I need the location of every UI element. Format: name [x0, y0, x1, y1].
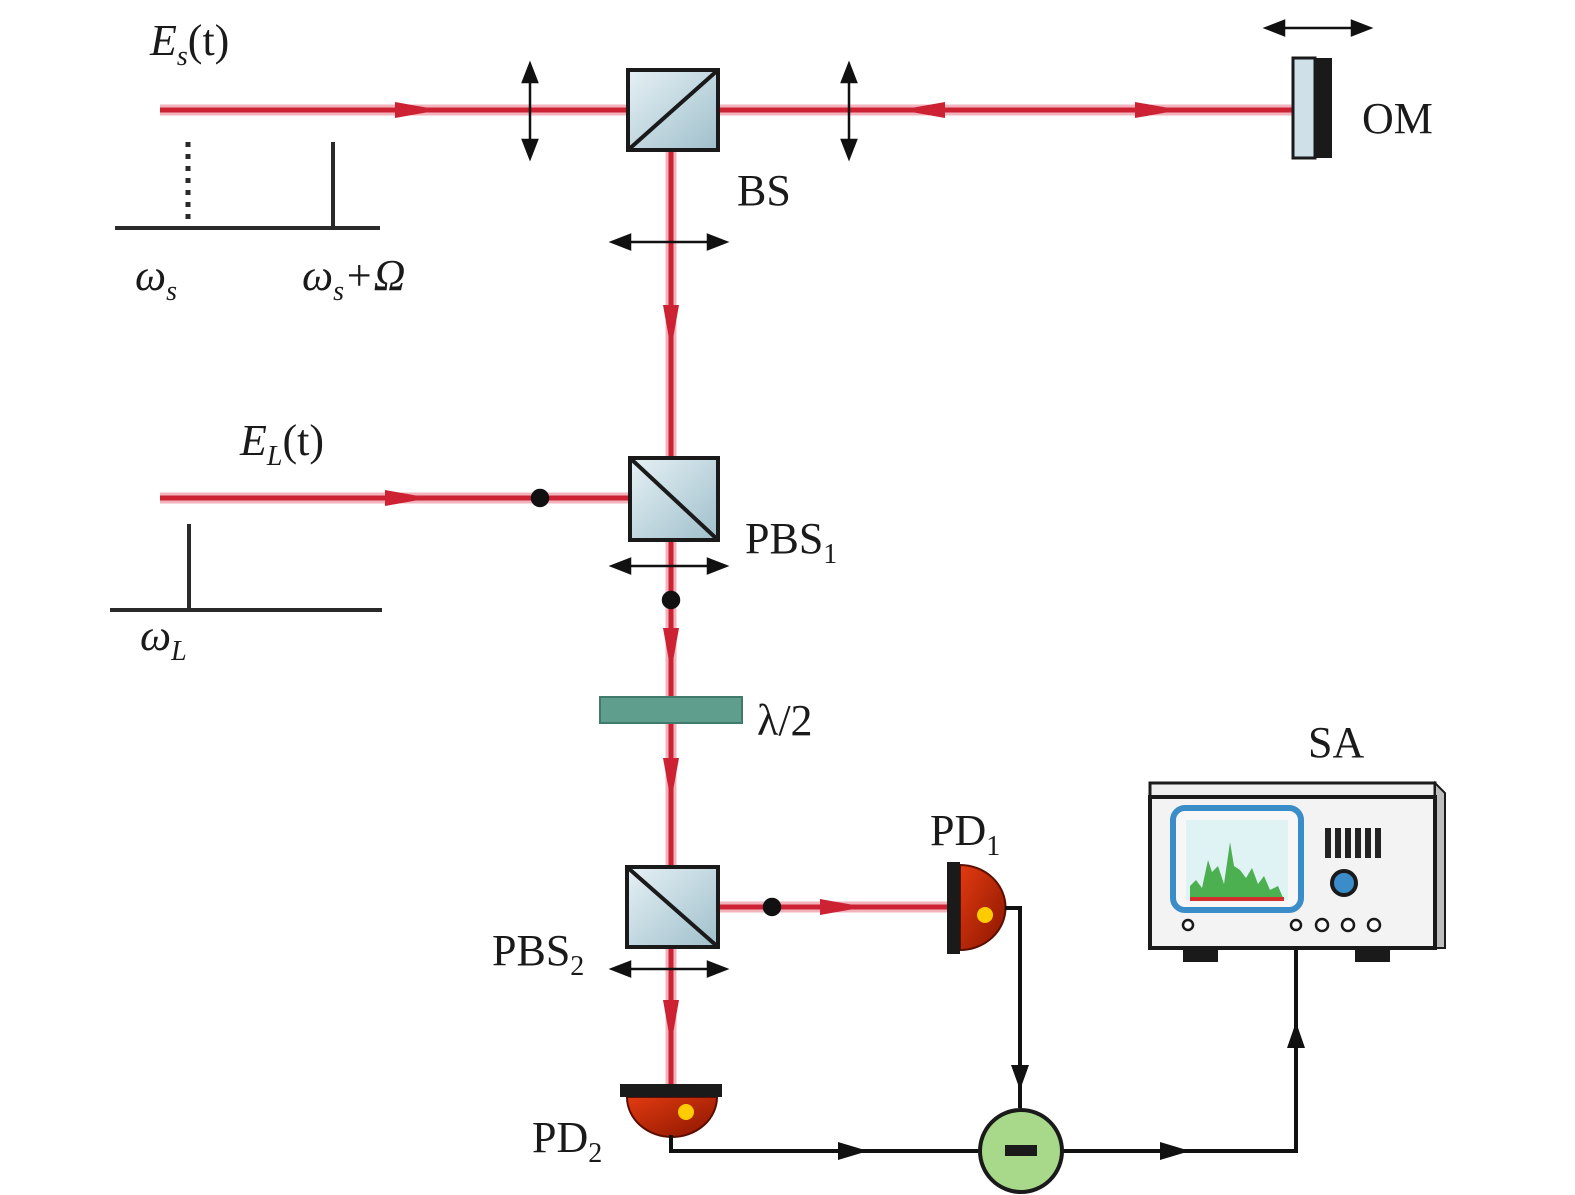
beam-arrow-down-3: [663, 758, 679, 802]
wire-arrow-up: [1287, 1022, 1305, 1048]
spectrum-analyzer: [1148, 780, 1446, 962]
oscillating-mirror-om: [1291, 56, 1332, 160]
electrical-wiring: [669, 906, 1298, 1153]
label-local-field: EL(t): [239, 416, 324, 472]
polarization-horizontal-pbs2: [608, 960, 730, 978]
polarization-dot-below-pbs1: [661, 590, 681, 610]
polarization-dot-pd1-path: [762, 897, 782, 917]
polarizing-beam-splitter-1: [628, 456, 720, 542]
half-wave-plate: [599, 696, 743, 724]
polarization-horizontal-bs: [608, 233, 730, 251]
subtractor: [978, 1108, 1064, 1194]
wire-arrows: [838, 1022, 1305, 1160]
analyzer-knob: [1330, 869, 1358, 897]
polarization-markers: [521, 19, 1374, 978]
label-omega-s-plus-omega: ωs+Ω: [302, 251, 406, 307]
polarization-horizontal-pbs1: [608, 557, 730, 575]
label-om: OM: [1362, 94, 1433, 143]
analyzer-trace: [1190, 842, 1284, 900]
beam-arrow-down-4: [663, 1000, 679, 1045]
beam-arrow-down-1: [663, 305, 679, 350]
wire-pd2-to-subtractor: [669, 1135, 980, 1153]
beam-splitter-bs: [626, 68, 720, 152]
photodetector-pd1: [947, 862, 1007, 954]
polarization-vertical-2: [840, 60, 858, 162]
polarization-vertical-1: [521, 60, 539, 162]
wire-arrow-down: [1011, 1065, 1029, 1090]
beam-arrow-down-2: [663, 628, 679, 672]
label-signal-field: Es(t): [149, 16, 229, 72]
beam-arrow-return-left: [900, 102, 945, 118]
wire-arrow-right-2: [1160, 1142, 1190, 1160]
minus-icon: [1005, 1145, 1037, 1156]
label-omega-l: ωL: [140, 611, 187, 667]
mirror-motion-arrow: [1262, 19, 1374, 37]
label-pd1: PD1: [930, 806, 1000, 862]
polarizing-beam-splitter-2: [625, 865, 720, 949]
polarization-dot-local: [530, 488, 550, 508]
label-sa: SA: [1308, 718, 1364, 767]
label-omega-s: ωs: [135, 251, 177, 307]
wire-pd1-to-subtractor: [1005, 906, 1022, 1108]
photodetector-pd2: [620, 1084, 722, 1138]
beam-arrow-pd1-right: [820, 899, 865, 915]
analyzer-controls: [1325, 828, 1381, 858]
local-spectrum: [110, 524, 382, 612]
beam-arrow-local-right: [385, 490, 430, 506]
label-pd2: PD2: [532, 1113, 602, 1169]
label-pbs2: PBS2: [492, 926, 584, 982]
label-bs: BS: [737, 166, 791, 215]
beam-paths: [160, 102, 1295, 1090]
beam-arrow-to-om-right: [1135, 102, 1180, 118]
label-pbs1: PBS1: [745, 514, 837, 570]
wire-arrow-right-1: [838, 1142, 868, 1160]
wire-subtractor-to-sa: [1062, 925, 1298, 1153]
label-half-wave-plate: λ/2: [757, 696, 813, 745]
signal-spectrum: [115, 142, 380, 230]
beam-arrow-signal-right: [395, 102, 440, 118]
